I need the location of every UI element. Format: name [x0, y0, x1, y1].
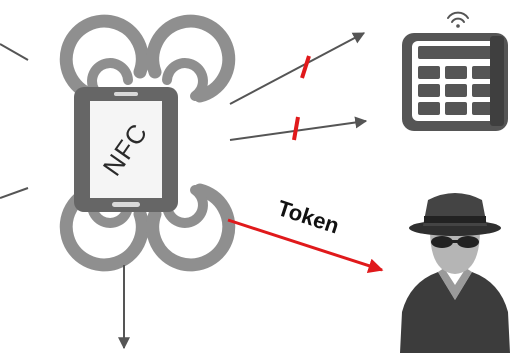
- incoming-line-bottom: [0, 187, 29, 199]
- blocked-arrow-bottom: [229, 116, 368, 141]
- nfc-phone-icon: NFC: [74, 87, 178, 212]
- blocked-mark-bottom: [292, 116, 300, 141]
- incoming-line-top: [0, 43, 29, 61]
- blocked-mark-top: [300, 55, 311, 79]
- token-arrow: Token: [227, 195, 384, 273]
- blocked-arrow-top: [229, 32, 366, 105]
- wifi-icon: [447, 11, 469, 28]
- spy-attacker-icon: [400, 193, 510, 353]
- token-label: Token: [274, 195, 342, 238]
- pos-terminal-icon: [402, 11, 508, 131]
